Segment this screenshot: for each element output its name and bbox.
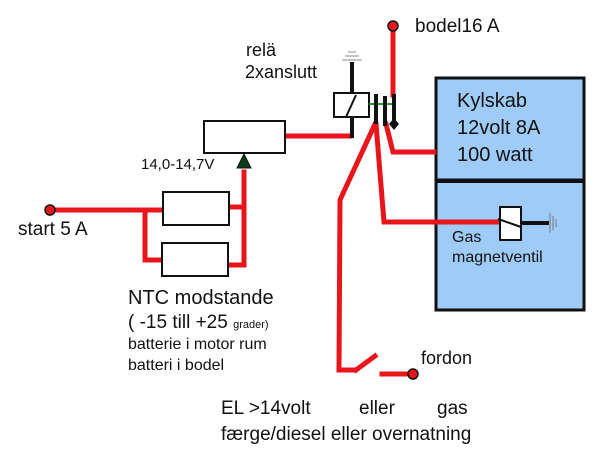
gas-valve-label-1: Gas (452, 229, 482, 246)
relay-label: relä (246, 40, 277, 60)
ntc-title: NTC modstande (128, 287, 274, 309)
wire-relay-to-fridge (382, 120, 437, 155)
gas-valve-slash (497, 218, 522, 228)
relay-contact-tip (389, 118, 399, 130)
fridge-label-2: 12volt 8A (457, 117, 541, 139)
footer-gas-label: gas (437, 398, 468, 419)
relay-label-2: 2xanslutt (245, 62, 318, 82)
wire-relay-to-switch (336, 120, 379, 373)
voltage-setting-label: 14,0-14,7V (141, 156, 215, 173)
bodel-terminal-label: bodel16 A (415, 16, 500, 37)
fridge-label-1: Kylskab (457, 90, 528, 112)
relay (333, 51, 399, 138)
gas-valve-label-2: magnetventil (452, 249, 543, 266)
relay-coil-slash (345, 94, 357, 118)
ground-icon (342, 51, 362, 61)
footer-eller-label: eller (359, 398, 395, 419)
wire-relay-to-gasvalve (373, 121, 501, 225)
wires (47, 24, 501, 377)
wire-ntc-right (225, 204, 247, 268)
start-terminal-dot (44, 204, 56, 216)
switch-blade (352, 352, 379, 374)
ntc-resistor-1 (162, 191, 230, 226)
gas-compartment-box (434, 178, 586, 312)
voltage-sensor-box (203, 120, 286, 154)
ntc-range: ( -15 till +25 grader) (128, 313, 269, 332)
fridge-box (434, 76, 586, 182)
ntc-resistor-2 (161, 242, 229, 277)
fordon-terminal-label: fordon (421, 348, 473, 368)
bodel-terminal-dot (387, 20, 399, 32)
ntc-range-unit: grader) (233, 319, 269, 331)
footer-el-label: EL >14volt (221, 398, 311, 419)
ntc-range-main: ( -15 till +25 (128, 312, 228, 333)
fordon-terminal-dot (407, 368, 419, 380)
gas-valve-ground-icon (549, 213, 557, 233)
fridge-label-3: 100 watt (457, 144, 533, 166)
ntc-note-1: batterie i motor rum (128, 336, 267, 353)
footer-line-2: færge/diesel eller overnatning (221, 424, 472, 445)
wire-ntc-branch (142, 207, 165, 263)
gas-valve (497, 206, 557, 241)
ntc-note-2: batteri i bodel (128, 357, 225, 374)
start-terminal-label: start 5 A (18, 219, 88, 240)
control-arrow-icon (236, 152, 252, 169)
